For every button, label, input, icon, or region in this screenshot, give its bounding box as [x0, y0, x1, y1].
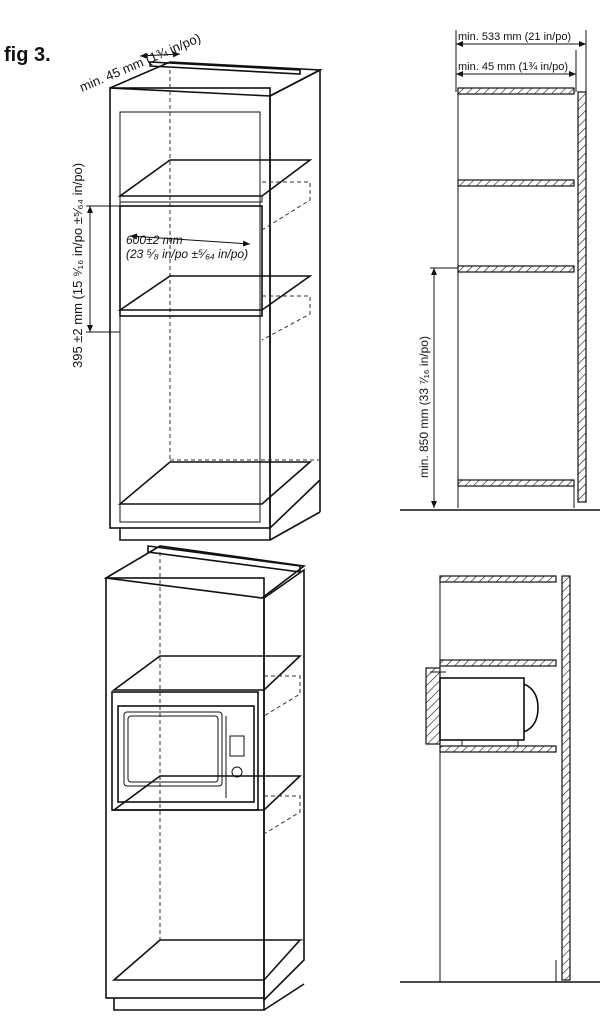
- side-depth-label: min. 533 mm (21 in/po): [458, 31, 571, 43]
- bottom-cabinet-drawing: [103, 545, 307, 1011]
- top-cabinet-drawing: [86, 51, 323, 541]
- niche-width-label-line1: 600±2 mm: [126, 233, 183, 247]
- floor-height-label: min. 850 mm (33 ⁷⁄₁₆ in/po): [417, 336, 431, 478]
- bottom-side-section-drawing: [400, 575, 600, 983]
- niche-width-label-line2: (23 ⁵⁄₈ in/po ±⁵⁄₆₄ in/po): [126, 247, 248, 261]
- niche-height-label: 395 ±2 mm (15 ⁹⁄₁₆ in/po ±⁵⁄₆₄ in/po): [70, 163, 85, 368]
- side-section-drawing: [400, 30, 600, 511]
- rear-gap-label: min. 45 mm (1¾ in/po): [458, 61, 568, 73]
- figure-label: fig 3.: [4, 44, 51, 66]
